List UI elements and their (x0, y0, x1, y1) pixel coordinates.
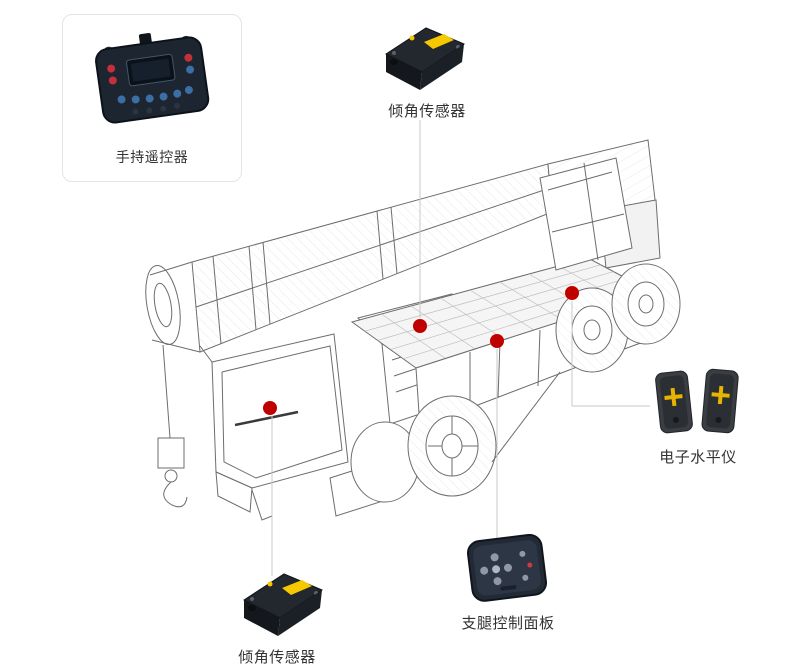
tilt-sensor-top-illustration (384, 27, 466, 90)
marker-tilt-sensor-top (413, 319, 427, 333)
electronic-level-illustration (655, 368, 739, 434)
tilt-sensor-bottom-label: 倾角传感器 (238, 649, 316, 666)
remote-illustration (95, 33, 210, 124)
electronic-level-label: 电子水平仪 (659, 449, 737, 466)
leader-line-level (571, 301, 650, 407)
leader-lines (271, 120, 650, 576)
tilt-sensor-bottom-illustration (242, 573, 324, 636)
remote-card: 手持遥控器 (62, 14, 242, 182)
outrigger-panel-illustration (466, 533, 547, 602)
marker-tilt-sensor-bottom (263, 401, 277, 415)
outrigger-panel-label: 支腿控制面板 (461, 615, 555, 632)
crane-drawing (145, 139, 681, 521)
marker-outrigger-panel (490, 334, 504, 348)
tilt-sensor-top-label: 倾角传感器 (388, 103, 466, 120)
marker-electronic-level (565, 286, 579, 300)
sensor-markers (263, 286, 579, 415)
remote-label: 手持遥控器 (115, 149, 189, 165)
